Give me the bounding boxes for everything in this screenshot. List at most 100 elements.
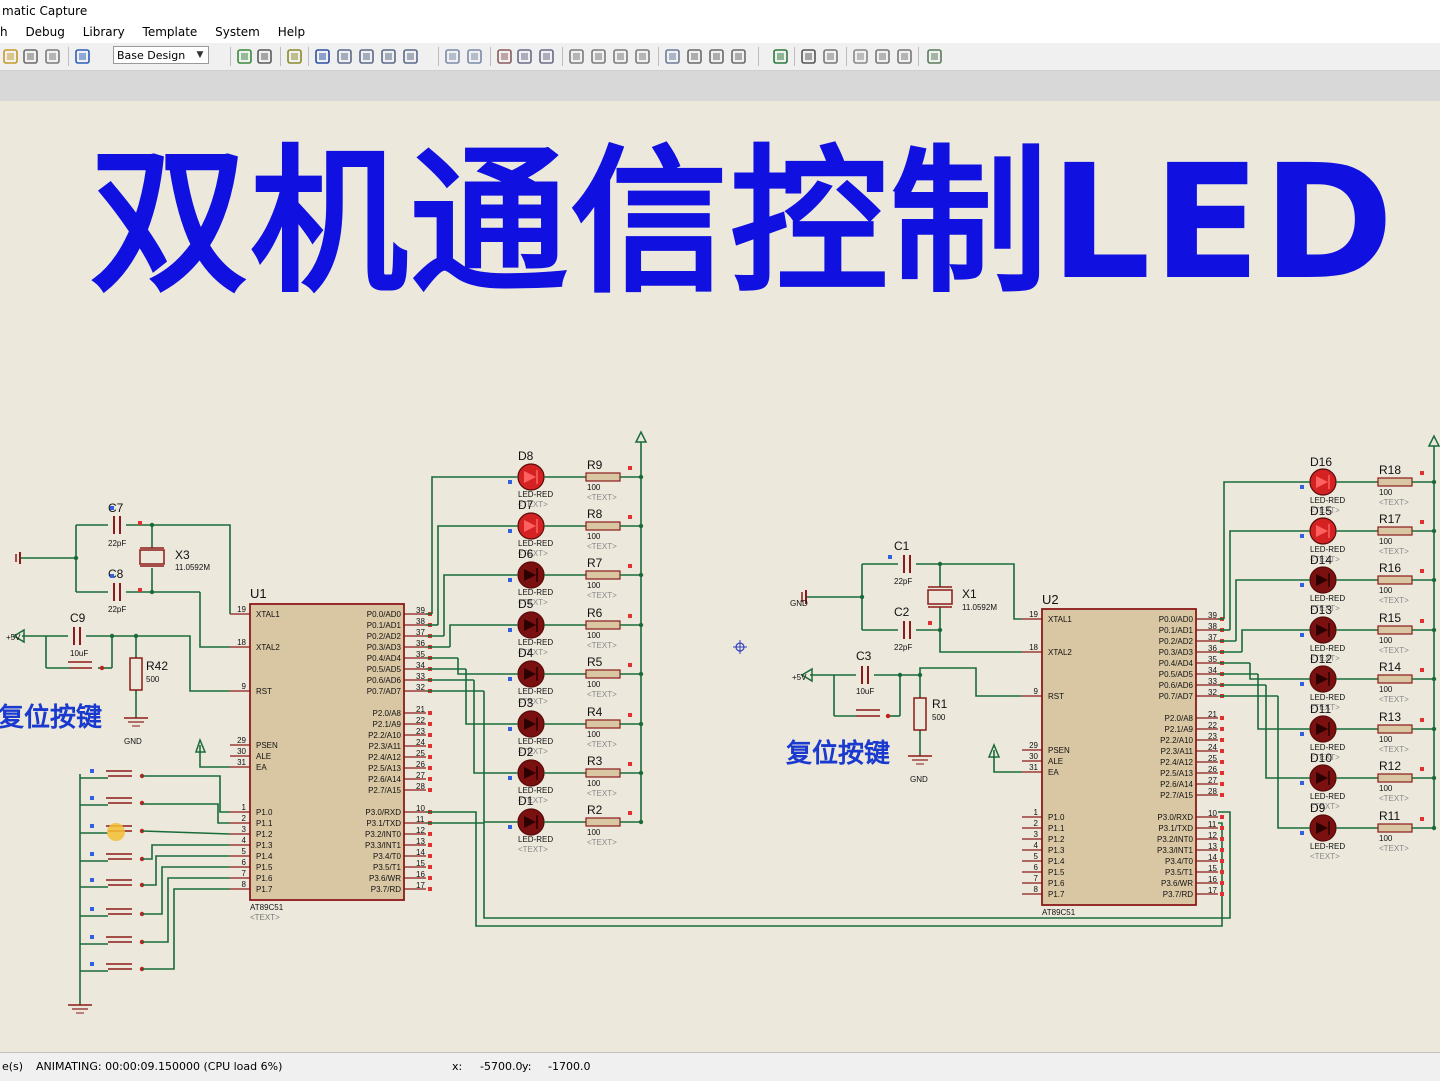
bom-icon[interactable] [926, 48, 943, 65]
pin-marker [1220, 793, 1224, 797]
resistor-ref-r6: R6 [587, 606, 603, 620]
wire [465, 669, 518, 725]
menu-item-h[interactable]: h [0, 25, 8, 39]
led-text: <TEXT> [1310, 654, 1340, 663]
paste-icon[interactable] [538, 48, 555, 65]
pin-number: 4 [242, 836, 247, 845]
resistor-r16 [1377, 575, 1413, 585]
wire [141, 830, 231, 835]
pin-name: P2.6/A14 [1160, 780, 1193, 789]
zoom-area-icon[interactable] [402, 48, 419, 65]
resistor-r15 [1377, 625, 1413, 635]
pin-name: P3.3/INT1 [1157, 846, 1194, 855]
resistor-r6 [585, 620, 621, 630]
pick-icon[interactable] [664, 48, 681, 65]
help-icon[interactable] [74, 48, 91, 65]
open-icon[interactable] [22, 48, 39, 65]
pin-marker [1220, 848, 1224, 852]
block-copy-icon[interactable] [568, 48, 585, 65]
led-triangle [524, 668, 536, 680]
resistor-r9 [585, 472, 621, 482]
pin-name: P0.2/AD2 [367, 632, 402, 641]
led-triangle [1316, 673, 1328, 685]
schematic-title: 双机通信控制LED [90, 131, 1396, 315]
wire-autoroute-icon[interactable] [772, 48, 789, 65]
resistor-value: 100 [1379, 685, 1393, 694]
pin-number: 30 [1029, 752, 1038, 761]
resistor-text: <TEXT> [1379, 547, 1409, 556]
cut-icon[interactable] [496, 48, 513, 65]
led-type: LED-RED [518, 786, 553, 795]
copy-icon[interactable] [516, 48, 533, 65]
pin-name: P0.1/AD1 [367, 621, 402, 630]
pin-name: P2.3/A11 [1161, 747, 1194, 756]
junction-dot [133, 633, 139, 639]
origin-icon[interactable] [286, 48, 303, 65]
pin-name: P1.6 [1048, 879, 1065, 888]
crystal-x1-value: 11.0592M [962, 603, 997, 612]
pin-number: 25 [416, 749, 425, 758]
pin-name: P1.1 [256, 819, 273, 828]
block-rotate-icon[interactable] [612, 48, 629, 65]
resistor-r1-ref: R1 [932, 697, 948, 711]
block-delete-icon[interactable] [634, 48, 651, 65]
pan-icon[interactable] [314, 48, 331, 65]
pin-number: 12 [416, 826, 425, 835]
menu-item-template[interactable]: Template [142, 25, 198, 39]
pin-number: 19 [1029, 610, 1038, 619]
save-icon[interactable] [44, 48, 61, 65]
pin-name: PSEN [1048, 746, 1070, 755]
menu-item-debug[interactable]: Debug [25, 25, 65, 39]
led-ref-d6: D6 [518, 547, 534, 561]
led-triangle [1316, 525, 1328, 537]
make-device-icon[interactable] [686, 48, 703, 65]
pin-marker [1220, 815, 1224, 819]
zoom-in-icon[interactable] [336, 48, 353, 65]
pin-name: P1.3 [256, 841, 273, 850]
decompose-icon[interactable] [730, 48, 747, 65]
pin-number: 38 [416, 617, 425, 626]
pin-marker [428, 788, 432, 792]
property-icon[interactable] [822, 48, 839, 65]
new-icon[interactable] [2, 48, 19, 65]
menu-item-library[interactable]: Library [82, 25, 125, 39]
status-animating: ANIMATING: 00:00:09.150000 (CPU load 6%) [36, 1060, 283, 1073]
zoom-all-icon[interactable] [380, 48, 397, 65]
menu-item-help[interactable]: Help [277, 25, 306, 39]
vcc-label: +5V [6, 633, 21, 642]
pin-number: 21 [416, 705, 425, 714]
package-icon[interactable] [708, 48, 725, 65]
pin-number: 11 [416, 815, 425, 824]
pin-marker [628, 663, 632, 667]
menu-item-system[interactable]: System [215, 25, 260, 39]
resistor-r42-ref: R42 [146, 659, 168, 673]
pin-marker [90, 935, 94, 939]
undo-icon[interactable] [444, 48, 461, 65]
exit-to-parent-icon[interactable] [896, 48, 913, 65]
new-sheet-icon[interactable] [852, 48, 869, 65]
pin-number: 37 [416, 628, 425, 637]
redo-icon[interactable] [466, 48, 483, 65]
resistor-r3 [585, 768, 621, 778]
grid-icon[interactable] [256, 48, 273, 65]
remove-sheet-icon[interactable] [874, 48, 891, 65]
pin-name: P2.0/A8 [1165, 714, 1194, 723]
search-icon[interactable] [800, 48, 817, 65]
pin-number: 29 [237, 736, 246, 745]
refresh-icon[interactable] [236, 48, 253, 65]
pin-name: PSEN [256, 741, 278, 750]
zoom-out-icon[interactable] [358, 48, 375, 65]
block-move-icon[interactable] [590, 48, 607, 65]
pin-marker [90, 824, 94, 828]
pin-marker [1420, 619, 1424, 623]
design-select[interactable]: Base Design ▼ [113, 46, 209, 64]
pin-marker [428, 711, 432, 715]
crystal-x3-value: 11.0592M [175, 563, 210, 572]
pin-marker [428, 854, 432, 858]
pin-marker [1420, 817, 1424, 821]
wire [426, 811, 1231, 919]
pin-name: P2.4/A12 [1160, 758, 1193, 767]
led-ref-d3: D3 [518, 696, 534, 710]
led-ref-d11: D11 [1310, 702, 1331, 716]
